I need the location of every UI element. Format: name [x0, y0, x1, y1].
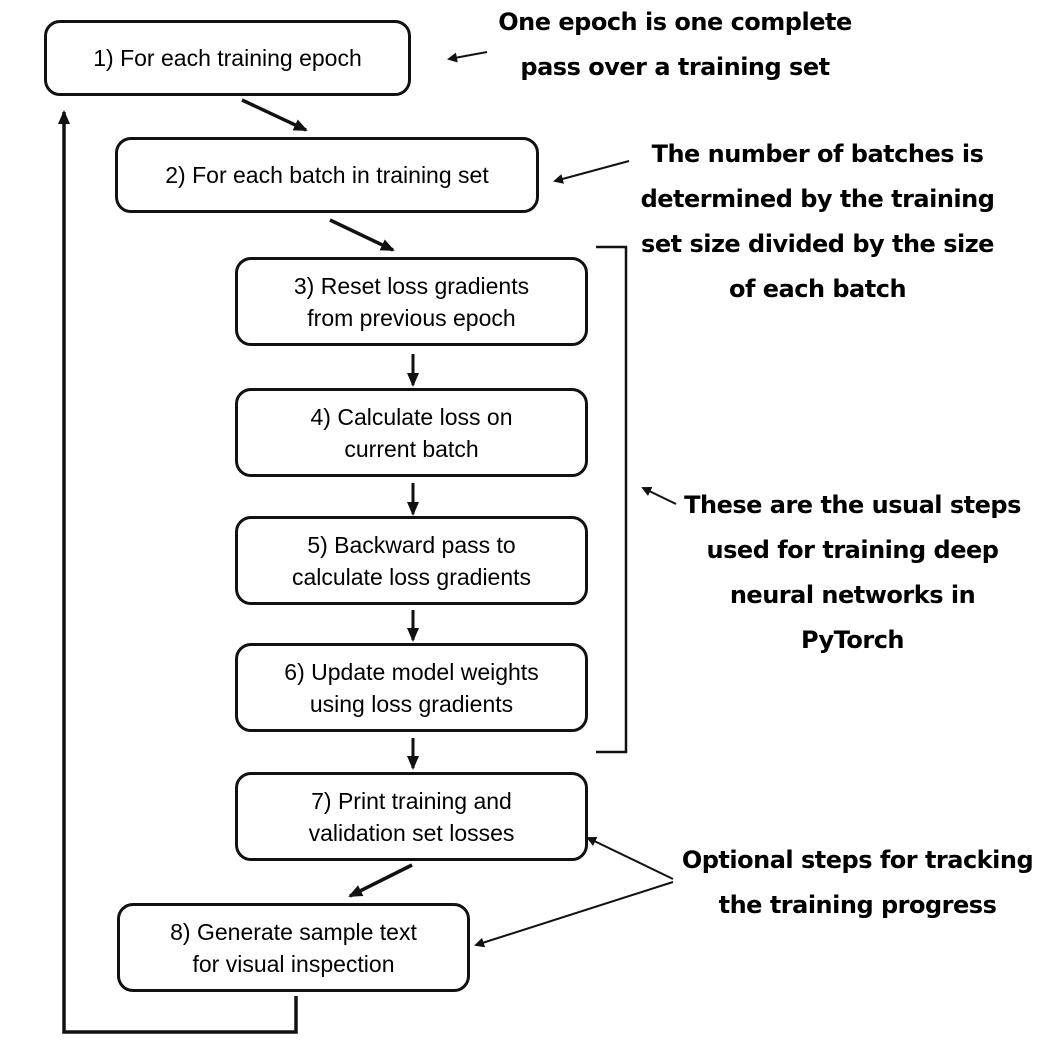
step-1-box: 1) For each training epoch [44, 20, 411, 96]
annotation-usual-line4: PyTorch [801, 626, 905, 654]
arrow-batches-note [553, 160, 630, 184]
step-2-label: 2) For each batch in training set [165, 162, 489, 188]
annotation-usual-line3: neural networks in [729, 581, 976, 609]
annotation-batches: The number of batches is determined by t… [630, 132, 1005, 312]
arrow-step7-to-step8 [348, 863, 413, 898]
bracket-usual-steps [596, 245, 628, 754]
annotation-usual-line2: used for training deep [706, 536, 999, 564]
annotation-optional-line1: Optional steps for tracking [681, 846, 1034, 874]
step-6-label-line1: 6) Update model weights [284, 658, 539, 685]
arrow-optional-to-step8 [474, 881, 674, 948]
annotation-batches-line3: set size divided by the size [641, 230, 994, 258]
annotation-epoch: One epoch is one complete pass over a tr… [490, 0, 860, 90]
step-3-label-line1: 3) Reset loss gradients [293, 272, 530, 299]
annotation-batches-line2: determined by the training [640, 185, 995, 213]
step-8-label-line1: 8) Generate sample text [170, 918, 417, 945]
annotation-epoch-line1: One epoch is one complete [498, 8, 852, 36]
annotation-epoch-line2: pass over a training set [520, 53, 830, 81]
arrow-step1-to-step2 [241, 98, 308, 132]
annotation-batches-line4: of each batch [728, 275, 907, 303]
step-4-label-line1: 4) Calculate loss on [310, 403, 513, 430]
step-5-label-line2: calculate loss gradients [291, 563, 532, 590]
step-7-label-line1: 7) Print training and [311, 787, 512, 814]
arrow-epoch-note [447, 51, 488, 63]
step-7-label-line2: validation set losses [308, 819, 515, 846]
step-5-box: 5) Backward pass to calculate loss gradi… [235, 516, 588, 605]
annotation-optional-line2: the training progress [718, 891, 997, 919]
step-8-label-line2: for visual inspection [192, 950, 395, 977]
step-5-label-line1: 5) Backward pass to [307, 531, 516, 558]
step-6-box: 6) Update model weights using loss gradi… [235, 643, 588, 732]
annotation-batches-line1: The number of batches is [651, 140, 984, 168]
annotation-usual-line1: These are the usual steps [684, 491, 1021, 519]
step-3-label-line2: from previous epoch [307, 304, 516, 331]
annotation-optional: Optional steps for tracking the training… [680, 838, 1035, 928]
arrow-usual-note [641, 486, 677, 505]
step-2-box: 2) For each batch in training set [115, 137, 539, 213]
step-3-box: 3) Reset loss gradients from previous ep… [235, 257, 588, 346]
step-1-label: 1) For each training epoch [93, 45, 362, 71]
annotation-usual-steps: These are the usual steps used for train… [680, 483, 1025, 663]
arrow-step2-to-step3 [329, 218, 395, 252]
arrow-loop-back [58, 110, 298, 1034]
step-4-label-line2: current batch [344, 435, 479, 462]
step-7-box: 7) Print training and validation set los… [235, 772, 588, 861]
step-4-box: 4) Calculate loss on current batch [235, 388, 588, 477]
step-8-box: 8) Generate sample text for visual inspe… [117, 903, 470, 992]
arrow-optional-to-step7 [586, 836, 674, 880]
step-6-label-line2: using loss gradients [309, 690, 514, 717]
